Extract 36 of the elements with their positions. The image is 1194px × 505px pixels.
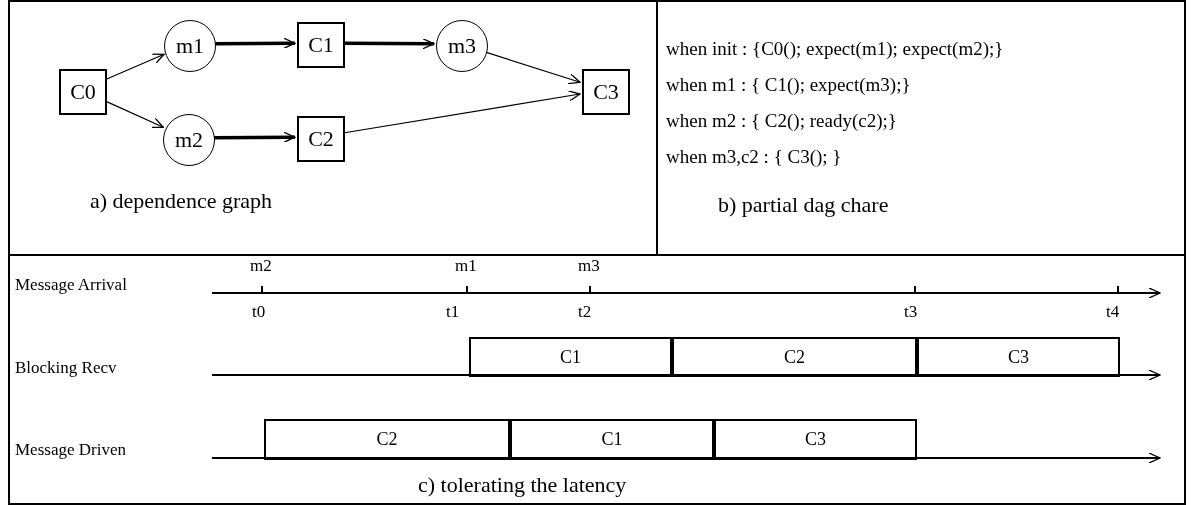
message-circle: m1 (164, 20, 216, 72)
code-line: when m3,c2 : { C3(); } (666, 146, 842, 168)
time-label: t4 (1106, 302, 1120, 322)
panel-frame (656, 0, 1186, 256)
message-label: m1 (455, 256, 477, 276)
arrow (214, 37, 296, 49)
panel-frame (8, 254, 1186, 505)
time-slot-bar: C3 (714, 419, 917, 460)
panel-title: b) partial dag chare (718, 192, 889, 218)
code-line: when m1 : { C1(); expect(m3);} (666, 74, 911, 96)
time-label: t0 (252, 302, 266, 322)
time-slot-bar: C2 (672, 337, 917, 377)
time-slot-bar: C1 (469, 337, 672, 377)
panel-title: c) tolerating the latency (418, 472, 627, 498)
process-box: C0 (59, 69, 107, 115)
time-slot-bar: C2 (264, 419, 510, 460)
panel-frame (8, 0, 658, 256)
message-label: m3 (578, 256, 600, 276)
process-box: C2 (297, 116, 345, 162)
arrow (213, 131, 296, 143)
process-box: C3 (582, 69, 630, 115)
panel-title: a) dependence graph (90, 188, 272, 214)
message-circle: m2 (163, 114, 215, 166)
row-label: Blocking Recv (15, 358, 117, 378)
code-line: when m2 : { C2(); ready(c2);} (666, 110, 897, 132)
time-slot-bar: C1 (510, 419, 714, 460)
message-label: m2 (250, 256, 272, 276)
process-box: C1 (297, 22, 345, 68)
time-label: t2 (578, 302, 592, 322)
time-label: t3 (904, 302, 918, 322)
message-circle: m3 (436, 20, 488, 72)
row-label: Message Driven (15, 440, 126, 460)
code-line: when init : {C0(); expect(m1); expect(m2);} (666, 38, 1004, 60)
time-label: t1 (446, 302, 460, 322)
time-slot-bar: C3 (917, 337, 1120, 377)
row-label: Message Arrival (15, 275, 127, 295)
